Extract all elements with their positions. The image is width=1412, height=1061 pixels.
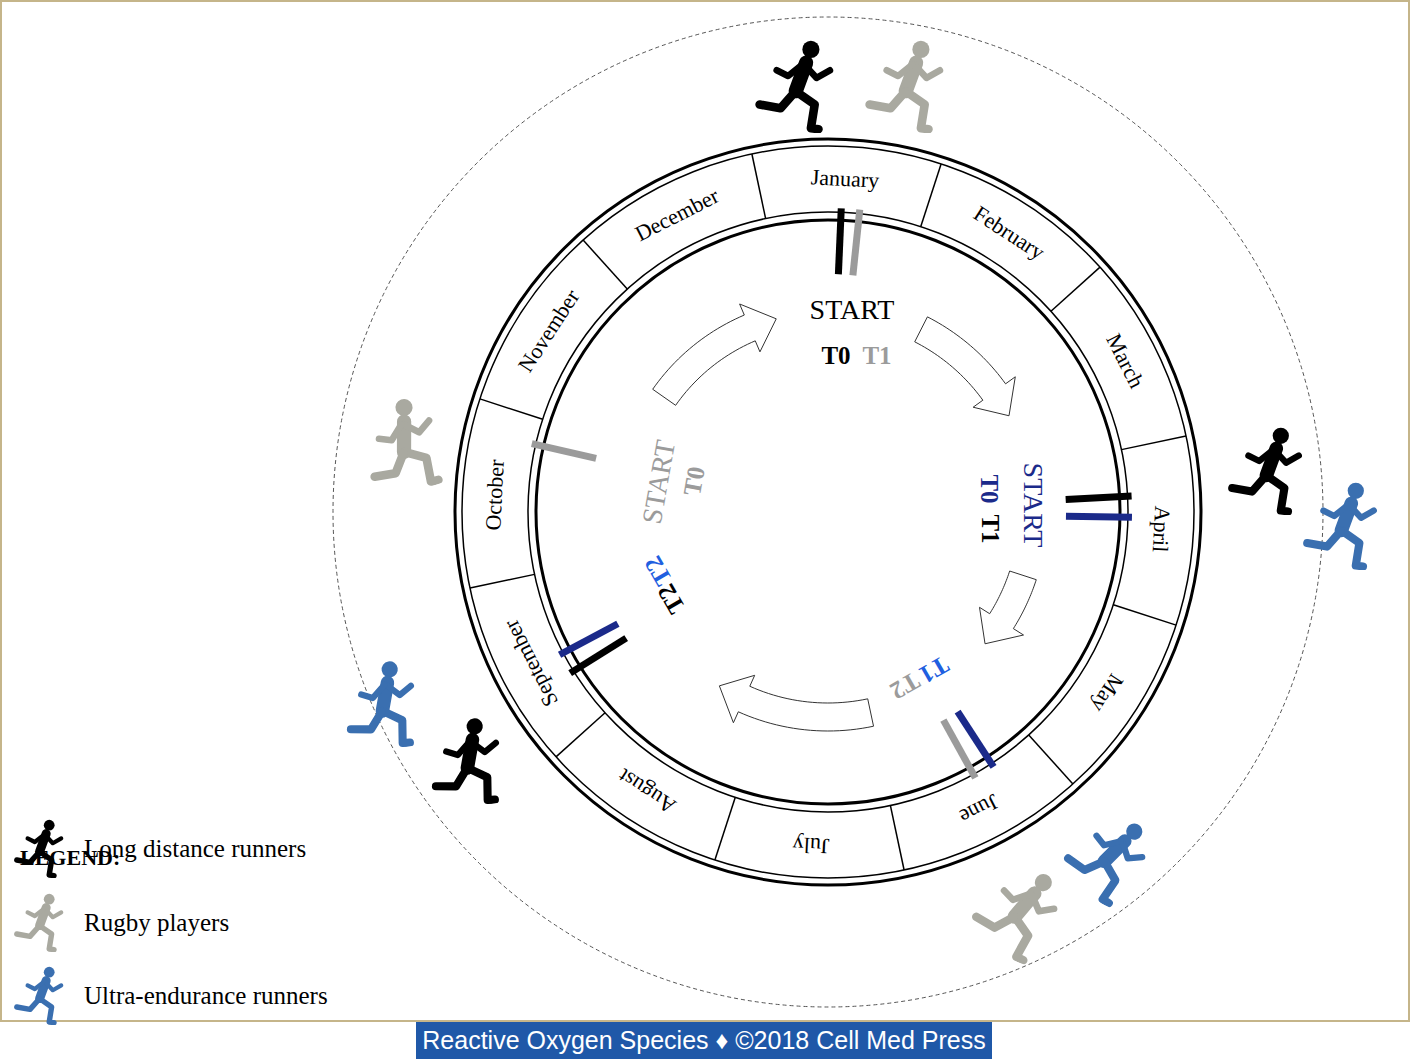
cycle-arrow xyxy=(915,317,1016,416)
legend-label: Rugby players xyxy=(84,910,229,935)
month-name: November xyxy=(514,286,583,376)
ultra-runner-figure xyxy=(1307,483,1374,567)
start-label: START xyxy=(1019,462,1047,547)
dashed-orbit xyxy=(333,17,1323,1007)
time-point: T1 xyxy=(862,343,891,368)
time-markers xyxy=(532,208,1132,778)
start-label: START xyxy=(810,296,895,324)
month-divider xyxy=(556,713,605,757)
month-divider xyxy=(1113,605,1176,625)
rugby-figure xyxy=(353,393,449,500)
month-name: October xyxy=(483,459,509,531)
month-divider xyxy=(890,805,904,870)
cycle-arrows xyxy=(653,304,1037,731)
time-marker xyxy=(853,210,860,276)
month-name: March xyxy=(1102,330,1148,391)
month-name: August xyxy=(614,765,679,818)
month-name: April xyxy=(1148,506,1172,554)
time-marker xyxy=(943,720,975,778)
rugby-figure xyxy=(870,41,940,129)
runner-figure xyxy=(760,41,830,129)
month-divider xyxy=(752,154,766,219)
runner-figure xyxy=(1232,428,1299,512)
time-point: T1 xyxy=(915,651,953,687)
ultra-runner-figure xyxy=(340,658,420,752)
month-divider xyxy=(1029,735,1073,784)
month-divider xyxy=(1051,267,1100,311)
month-ring xyxy=(333,17,1323,1007)
month-divider xyxy=(1121,436,1186,450)
time-marker xyxy=(560,624,618,655)
ring-circle xyxy=(536,220,1120,804)
legend-icon xyxy=(17,967,61,1023)
time-marker xyxy=(838,208,841,274)
time-point: T0 xyxy=(679,464,709,497)
month-divider xyxy=(921,164,941,227)
runner-figure xyxy=(425,715,505,809)
rugby-figure xyxy=(968,857,1064,964)
month-name: January xyxy=(811,167,880,193)
month-divider xyxy=(480,399,543,419)
month-divider xyxy=(470,574,535,588)
time-point: T0 xyxy=(821,343,850,368)
legend-icon xyxy=(17,894,61,950)
time-point: T0 xyxy=(977,475,1002,504)
month-divider xyxy=(583,240,627,289)
cycle-arrow xyxy=(980,571,1037,644)
month-divider xyxy=(715,797,735,860)
time-point: T1 xyxy=(978,514,1003,543)
legend-label: Ultra-endurance runners xyxy=(84,983,328,1008)
caption-bar: Reactive Oxygen Species ♦ ©2018 Cell Med… xyxy=(416,1022,991,1059)
start-label: START xyxy=(637,438,679,526)
ultra-runner-figure xyxy=(1058,804,1154,908)
time-marker xyxy=(1066,496,1132,499)
athlete-figures xyxy=(340,41,1373,964)
legend-label: Long distance runners xyxy=(84,836,306,861)
cycle-arrow xyxy=(719,675,873,731)
time-marker xyxy=(532,444,596,459)
month-name: July xyxy=(792,833,830,857)
ring-circle xyxy=(462,146,1194,878)
ring-circle xyxy=(528,212,1128,812)
frame xyxy=(1,1,1409,1021)
month-name: May xyxy=(1087,670,1127,716)
cycle-arrow xyxy=(653,304,777,405)
ring-circle xyxy=(455,139,1201,885)
time-marker xyxy=(1066,516,1132,517)
month-name: June xyxy=(956,790,1002,828)
